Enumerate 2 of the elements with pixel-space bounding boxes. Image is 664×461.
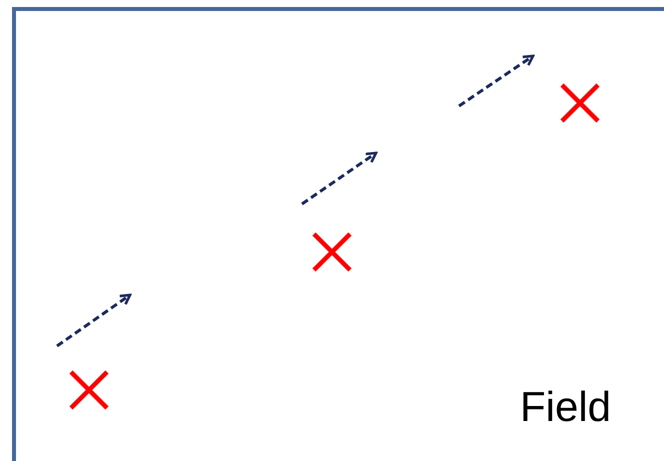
field-frame bbox=[12, 7, 664, 461]
field-label: Field bbox=[520, 383, 612, 431]
